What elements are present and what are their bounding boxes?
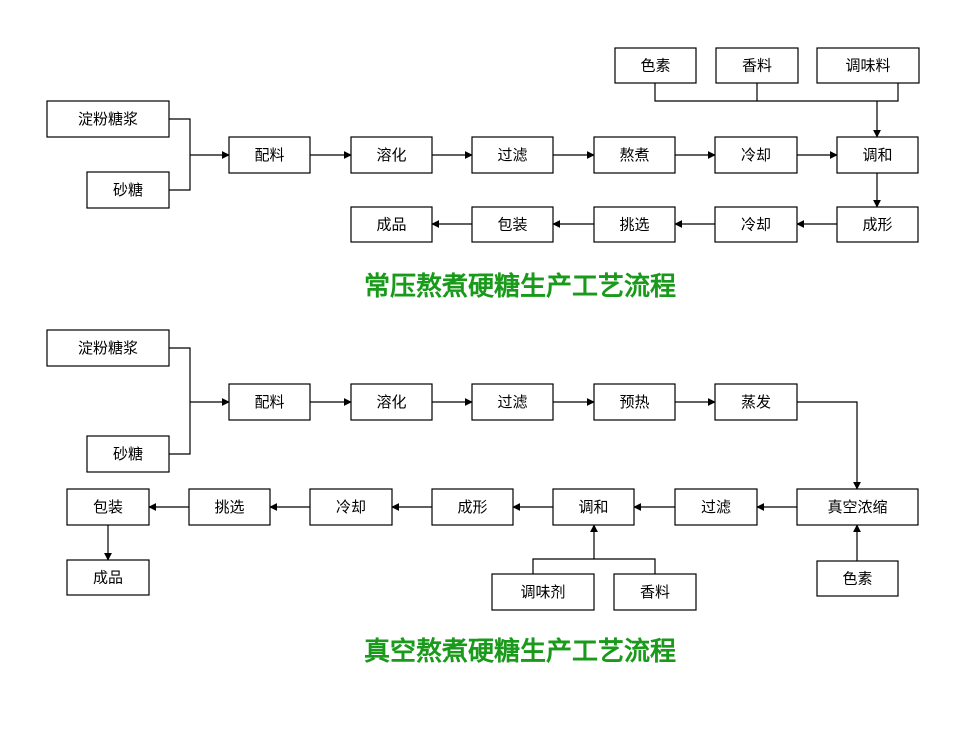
box-preheat: 预热 <box>593 383 676 421</box>
box-color: 色素 <box>816 560 899 597</box>
box-label: 淀粉糖浆 <box>78 339 138 357</box>
box-filter2: 过滤 <box>674 488 758 526</box>
merge-line <box>169 347 191 455</box>
diagram-vacuum: 淀粉糖浆 砂糖 配料 溶化 过滤 预热 蒸发 真空浓缩 色素 过滤 调和 调味剂… <box>46 329 919 667</box>
box-label: 香料 <box>640 583 670 601</box>
box-mix: 调和 <box>836 136 919 174</box>
box-label: 成品 <box>93 569 123 587</box>
box-label: 调味剂 <box>520 583 565 601</box>
box-label: 熬煮 <box>619 146 649 164</box>
box-label: 冷却 <box>336 498 366 516</box>
box-label: 色素 <box>842 570 872 588</box>
box-color: 色素 <box>614 47 697 84</box>
box-shape: 成形 <box>836 206 919 243</box>
box-label: 调味料 <box>845 57 890 75</box>
merge-line <box>169 118 191 191</box>
box-label: 过滤 <box>701 498 731 516</box>
box-boil: 熬煮 <box>593 136 676 174</box>
box-pack: 包装 <box>66 488 150 526</box>
box-cool2: 冷却 <box>714 206 798 243</box>
box-label: 冷却 <box>741 216 771 234</box>
additives-line <box>654 83 899 102</box>
box-label: 冷却 <box>741 146 771 164</box>
diagram1-title: 常压熬煮硬糖生产工艺流程 <box>364 271 676 302</box>
box-label: 溶化 <box>376 393 406 411</box>
box-pack: 包装 <box>471 206 554 243</box>
box-dissolve: 溶化 <box>350 383 433 421</box>
box-label: 调和 <box>862 146 892 164</box>
box-label: 色素 <box>640 57 670 75</box>
box-starch-syrup: 淀粉糖浆 <box>46 329 170 367</box>
box-sugar: 砂糖 <box>86 171 170 209</box>
box-flavor: 香料 <box>715 47 799 84</box>
box-label: 包装 <box>93 498 123 516</box>
box-label: 香料 <box>742 57 772 75</box>
box-label: 真空浓缩 <box>827 498 887 516</box>
box-label: 包装 <box>497 216 527 234</box>
box-flavor: 香料 <box>613 573 697 611</box>
box-vacuum-concentrate: 真空浓缩 <box>796 488 919 526</box>
box-product: 成品 <box>350 206 433 243</box>
box-sugar: 砂糖 <box>86 435 170 473</box>
box-label: 溶化 <box>376 146 406 164</box>
box-label: 挑选 <box>214 498 244 516</box>
box-shape: 成形 <box>431 488 514 526</box>
additives-line <box>532 558 656 574</box>
box-label: 预热 <box>619 393 649 411</box>
box-label: 淀粉糖浆 <box>78 110 138 128</box>
box-starch-syrup: 淀粉糖浆 <box>46 100 170 138</box>
box-label: 蒸发 <box>741 393 771 411</box>
arrow-to-vacuum <box>797 401 861 490</box>
box-seasoning: 调味料 <box>816 47 920 84</box>
diagram1-connectors <box>169 83 899 228</box>
diagram2-connectors <box>104 347 861 574</box>
box-label: 配料 <box>254 393 284 411</box>
box-label: 过滤 <box>497 146 527 164</box>
box-label: 成品 <box>376 216 406 234</box>
box-label: 挑选 <box>619 216 649 234</box>
box-label: 成形 <box>862 216 892 234</box>
box-label: 砂糖 <box>113 181 143 199</box>
box-seasoning: 调味剂 <box>491 573 595 611</box>
box-label: 调和 <box>578 498 608 516</box>
box-filter: 过滤 <box>471 136 554 174</box>
box-product: 成品 <box>66 559 150 596</box>
box-dissolve: 溶化 <box>350 136 433 174</box>
diagram2-title: 真空熬煮硬糖生产工艺流程 <box>364 636 676 667</box>
box-batching: 配料 <box>228 136 311 174</box>
box-select: 挑选 <box>593 206 676 243</box>
box-cool: 冷却 <box>714 136 798 174</box>
box-label: 过滤 <box>497 393 527 411</box>
box-cool: 冷却 <box>309 488 393 526</box>
box-mix: 调和 <box>552 488 635 526</box>
box-label: 成形 <box>457 498 487 516</box>
box-filter: 过滤 <box>471 383 554 421</box>
box-evaporate: 蒸发 <box>714 383 798 421</box>
box-batching: 配料 <box>228 383 311 421</box>
box-select: 挑选 <box>188 488 271 526</box>
box-label: 配料 <box>254 146 284 164</box>
diagram-atmospheric: 淀粉糖浆 砂糖 配料 溶化 过滤 熬煮 冷却 色素 香料 调味料 调和 成形 冷… <box>46 47 920 302</box>
box-label: 砂糖 <box>113 445 143 463</box>
